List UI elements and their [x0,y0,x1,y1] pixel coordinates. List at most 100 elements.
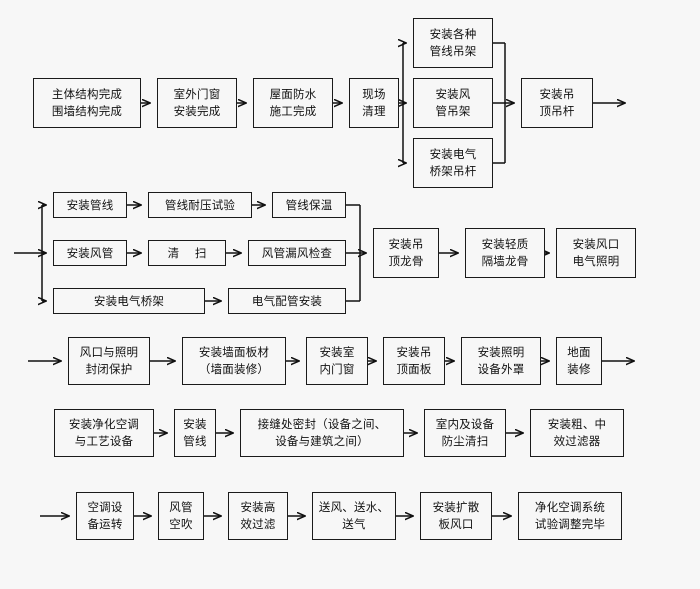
process-box-label: 封闭保护 [85,362,133,376]
process-box-label: 空吹 [169,517,193,531]
process-box-n18[interactable]: 安装轻质隔墙龙骨 [465,228,545,278]
process-box-label: 室外门窗 [173,87,221,102]
process-box-n27[interactable]: 安装管线 [174,409,216,457]
process-box-label: 桥架吊杆 [429,164,477,178]
process-box-n21[interactable]: 安装墙面板材 （墙面装修） [182,337,286,385]
process-box-label: 安装吊 [396,345,432,360]
process-box-label: 效过滤器 [553,434,601,448]
process-box-label: 电气照明 [572,254,620,268]
process-box-n34[interactable]: 送风、送水、送气 [312,492,396,540]
process-box-n33[interactable]: 安装高效过滤 [228,492,288,540]
process-box-n2[interactable]: 室外门窗安装完成 [157,78,237,128]
process-box-label: 主体结构完成 [51,87,123,102]
process-box-label: 设备与建筑之间） [275,434,369,448]
process-box-label: 电气配管安装 [251,293,323,308]
process-box-label: 安装扩散 [432,500,480,515]
process-box-n1[interactable]: 主体结构完成围墙结构完成 [33,78,141,128]
process-box-label: 安装各种 [429,27,477,42]
process-box-n29[interactable]: 室内及设备防尘清扫 [424,409,506,457]
process-box-label: 安装风管 [66,245,114,260]
process-box-label: 顶龙骨 [388,254,424,268]
process-box-n5[interactable]: 安装各种管线吊架 [413,18,493,68]
process-box-label: 装修 [567,362,591,376]
process-box-label: 安装室 [319,345,355,360]
process-box-label: 围墙结构完成 [51,104,123,118]
process-box-label: 管吊架 [435,104,471,118]
process-box-label: 防尘清扫 [441,434,489,448]
process-box-label: 安装风口 [572,237,620,252]
process-box-n12[interactable]: 安装风管 [53,240,127,266]
process-box-label: 管线耐压试验 [164,197,236,212]
process-box-n4[interactable]: 现场清理 [349,78,399,128]
process-box-label: 安装吊 [539,87,575,102]
process-box-n7[interactable]: 安装电气桥架吊杆 [413,138,493,188]
process-box-label: 室内及设备 [435,417,495,432]
process-box-n17[interactable]: 安装吊顶龙骨 [373,228,439,278]
process-box-label: 隔墙龙骨 [481,254,529,268]
process-box-n22[interactable]: 安装室内门窗 [306,337,368,385]
process-box-label: 安装吊 [388,237,424,252]
process-box-label: 风口与照明 [79,345,139,360]
process-box-n6[interactable]: 安装风管吊架 [413,78,493,128]
process-box-label: 管线保温 [285,197,333,212]
process-box-label: 安装净化空调 [68,417,140,432]
process-box-label: 安装墙面板材 [198,345,270,360]
process-box-label: 安装粗、中 [547,417,607,432]
process-box-n16[interactable]: 电气配管安装 [228,288,346,314]
process-box-label: 送气 [342,517,366,531]
process-box-label: 净化空调系统 [534,500,606,515]
process-box-label: （墙面装修） [198,362,270,376]
process-box-label: 安装完成 [173,104,221,118]
process-box-n36[interactable]: 净化空调系统试验调整完毕 [518,492,622,540]
process-box-n15[interactable]: 安装电气桥架 [53,288,205,314]
process-box-label: 效过滤 [240,517,276,531]
process-box-label: 施工完成 [269,104,317,118]
process-box-label: 接缝处密封（设备之间、 [257,417,387,432]
process-box-label: 板风口 [438,517,474,531]
process-box-label: 安装轻质 [481,237,529,252]
process-box-n19[interactable]: 安装风口电气照明 [556,228,636,278]
process-box-n24[interactable]: 安装照明设备外罩 [461,337,541,385]
process-box-n32[interactable]: 风管空吹 [158,492,204,540]
process-box-label: 屋面防水 [269,87,317,102]
process-box-n31[interactable]: 空调设备运转 [76,492,134,540]
process-box-n10[interactable]: 管线耐压试验 [148,192,252,218]
process-box-label: 管线 [183,434,207,448]
process-box-n25[interactable]: 地面装修 [556,337,602,385]
process-box-label: 设备外罩 [477,362,525,376]
process-box-label: 安装电气 [429,147,477,162]
process-box-label: 顶面板 [396,362,432,376]
process-box-label: 送风、送水、 [318,500,390,515]
process-box-n20[interactable]: 风口与照明封闭保护 [68,337,150,385]
process-box-label: 安装风 [435,87,471,102]
process-box-n11[interactable]: 管线保温 [272,192,346,218]
process-box-label: 安装 [183,417,207,432]
process-box-label: 空调设 [87,500,123,515]
process-box-n35[interactable]: 安装扩散板风口 [420,492,492,540]
process-box-label: 内门窗 [319,362,355,376]
process-box-n28[interactable]: 接缝处密封（设备之间、设备与建筑之间） [240,409,404,457]
process-box-label: 风管 [169,500,193,515]
process-box-n3[interactable]: 屋面防水施工完成 [253,78,333,128]
process-box-label: 清 扫 [167,245,213,260]
process-box-n26[interactable]: 安装净化空调与工艺设备 [54,409,154,457]
process-box-n13[interactable]: 清 扫 [148,240,226,266]
process-box-label: 备运转 [87,517,123,531]
process-box-label: 安装照明 [477,345,525,360]
process-box-label: 管线吊架 [429,44,477,58]
process-box-n30[interactable]: 安装粗、中效过滤器 [530,409,624,457]
process-box-label: 风管漏风检查 [261,245,333,260]
process-box-n9[interactable]: 安装管线 [53,192,127,218]
process-box-n14[interactable]: 风管漏风检查 [248,240,346,266]
process-box-label: 现场 [362,87,386,102]
process-box-label: 地面 [567,345,591,360]
process-box-label: 安装管线 [66,197,114,212]
process-box-label: 清理 [362,104,386,118]
process-box-n23[interactable]: 安装吊顶面板 [383,337,445,385]
process-box-label: 安装高 [240,500,276,515]
process-box-label: 顶吊杆 [539,104,575,118]
process-box-label: 与工艺设备 [74,434,134,448]
process-box-label: 试验调整完毕 [534,517,606,531]
process-box-n8[interactable]: 安装吊顶吊杆 [521,78,593,128]
